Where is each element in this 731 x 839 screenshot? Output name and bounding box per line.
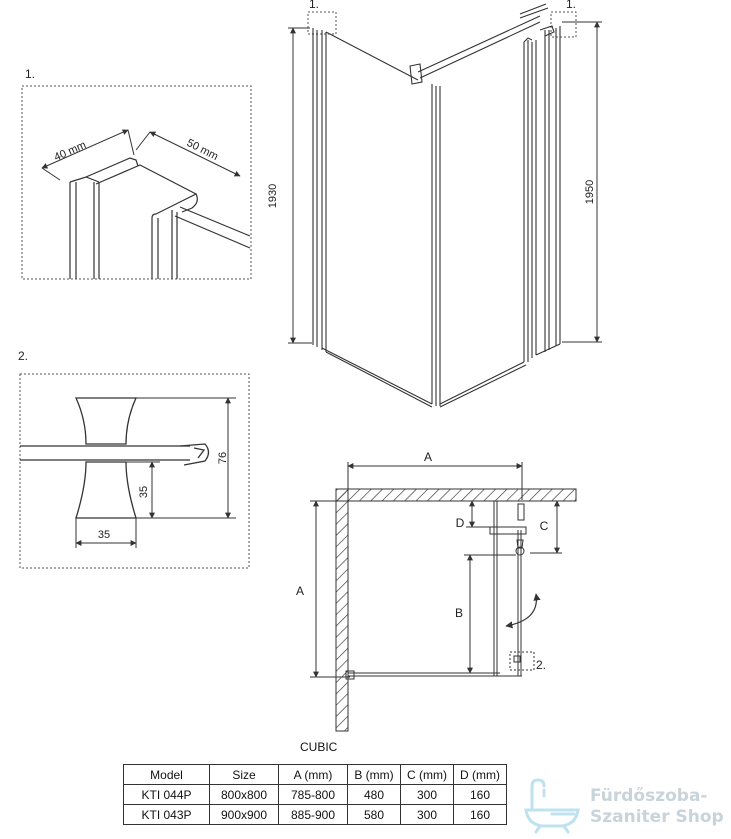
iso-height-right: 1950 [584,180,596,204]
table-header: Size [209,764,279,785]
table-header: A (mm) [278,764,348,785]
plan-wall-left [335,488,349,732]
detail-1-frame [21,85,252,280]
model-caption: CUBIC [300,740,338,754]
spec-table: Model Size A (mm) B (mm) C (mm) D (mm) K… [123,764,507,825]
plan-dim-c [530,500,562,554]
table-header: C (mm) [400,764,454,785]
detail-2-frame [19,373,250,569]
plan-label-a-side: A [296,584,304,598]
table-header: D (mm) [453,764,507,785]
watermark-line-1: Fürdőszoba- [590,786,708,806]
detail-1-dim-left: 40 mm [52,139,88,164]
detail-2: 2. 76 35 35 [18,349,250,569]
detail-2-dim-height: 76 [217,452,229,464]
detail-2-marker: 2. [18,349,28,363]
plan-glass [345,501,535,680]
detail-2-dim-mid: 35 [138,486,150,498]
plan-dim-b [464,554,516,674]
iso-marker-right: 1. [566,0,576,11]
plan-label-b: B [455,606,463,620]
isometric-view: 1. 1. [267,0,602,408]
plan-dim-a-top [347,462,523,500]
table-cell: 580 [347,804,401,825]
detail-1-dimensions [41,129,241,181]
iso-detail-box-right [550,11,577,38]
plan-label-c: C [540,519,549,533]
detail-1-profiles [69,157,251,279]
plan-wall-top [335,488,577,502]
bathtub-icon [524,778,580,834]
detail-2-hinge [20,397,210,519]
table-cell: 480 [347,784,401,805]
table-cell: 885-900 [278,804,348,825]
iso-height-left: 1930 [267,184,279,208]
table-cell: 900x900 [209,804,279,825]
table-header: Model [123,764,210,785]
detail-2-dimensions [75,397,236,548]
table-cell: 160 [453,804,507,825]
table-row: KTI 044P 800x800 785-800 480 300 160 [123,784,507,805]
table-cell: 800x800 [209,784,279,805]
table-cell: 300 [400,804,454,825]
detail-2-dim-width: 35 [98,529,110,541]
plan-label-d: D [456,516,465,530]
plan-dim-a-side [310,500,350,678]
table-cell: 160 [453,784,507,805]
watermark: Fürdőszoba- Szaniter Shop [522,778,727,834]
iso-dimensions [288,21,602,344]
table-cell: KTI 044P [123,784,210,805]
iso-enclosure [312,3,561,408]
plan-label-a-top: A [424,450,432,464]
watermark-line-2: Szaniter Shop [590,807,724,827]
plan-door-swing-arrow [505,593,541,629]
detail-1-dim-right: 50 mm [185,137,220,163]
detail-1: 1. 40 mm 50 mm [21,67,252,280]
table-header-row: Model Size A (mm) B (mm) C (mm) D (mm) [123,764,507,785]
plan-dim-d [466,500,490,528]
table-cell: 785-800 [278,784,348,805]
plan-marker-2: 2. [536,658,546,672]
detail-1-marker: 1. [25,67,35,81]
iso-marker-left: 1. [309,0,319,11]
table-cell: 300 [400,784,454,805]
table-header: B (mm) [347,764,401,785]
table-row: KTI 043P 900x900 885-900 580 300 160 [123,804,507,825]
table-cell: KTI 043P [123,804,210,825]
plan-view: A A D [296,450,577,732]
